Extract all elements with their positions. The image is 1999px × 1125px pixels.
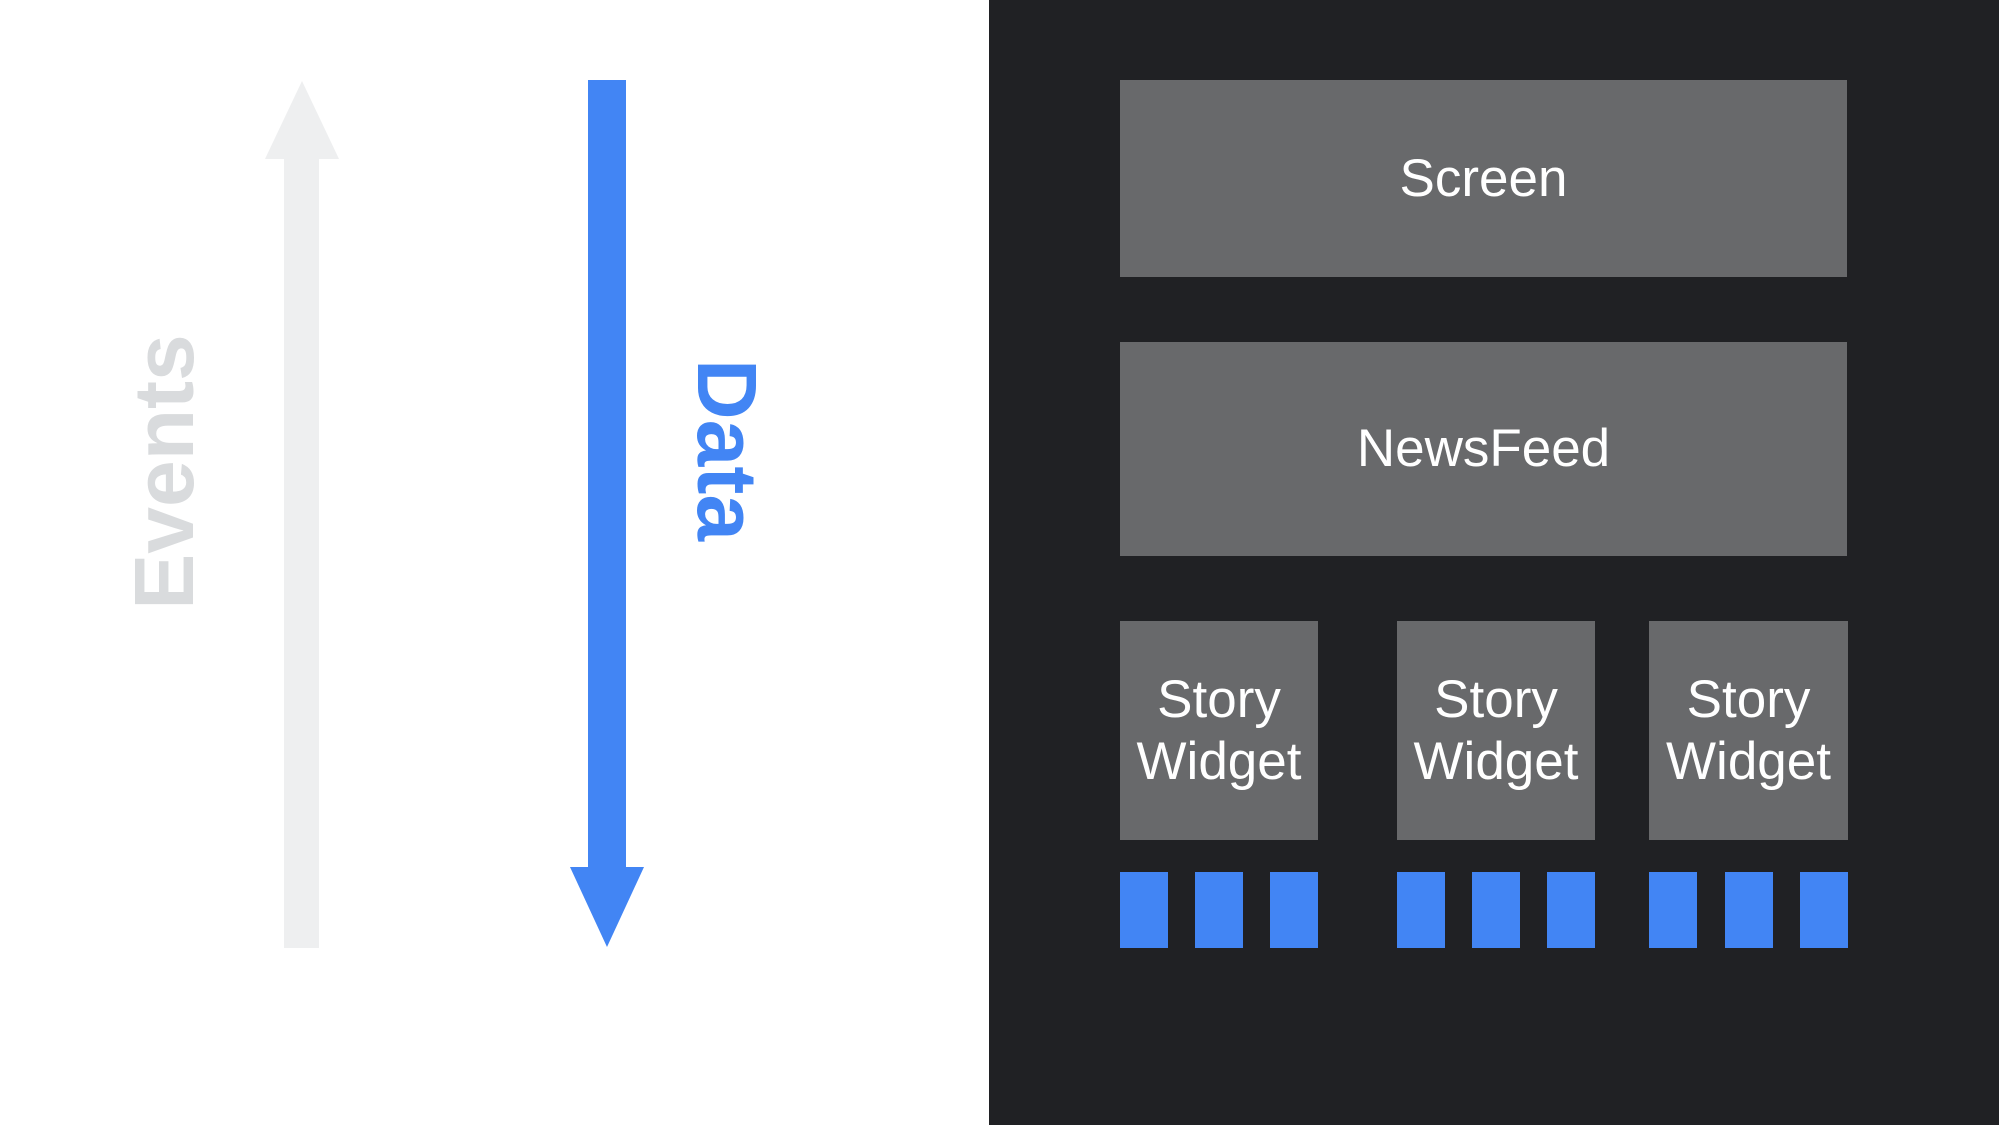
data-arrowhead-icon xyxy=(570,867,644,947)
story-item-square xyxy=(1120,872,1168,948)
data-arrow-shaft xyxy=(588,80,626,868)
story-widget-label: Story Widget xyxy=(1136,669,1302,791)
events-label: Events xyxy=(117,334,211,610)
story-item-square xyxy=(1472,872,1520,948)
screen-box-label: Screen xyxy=(1399,148,1568,208)
widget-tree-panel: Screen NewsFeed Story Widget Story Widge… xyxy=(989,0,1999,1125)
story-item-square xyxy=(1547,872,1595,948)
story-item-square xyxy=(1724,872,1773,948)
newsfeed-box: NewsFeed xyxy=(1120,342,1847,556)
screen-box: Screen xyxy=(1120,80,1847,277)
story-items-group xyxy=(1649,872,1848,948)
story-widget-label: Story Widget xyxy=(1413,669,1579,791)
story-item-square xyxy=(1270,872,1318,948)
story-items-group xyxy=(1397,872,1595,948)
flow-panel: Events Data xyxy=(0,0,989,1125)
story-item-square xyxy=(1649,872,1697,948)
events-arrowhead-icon xyxy=(265,81,339,159)
story-item-square xyxy=(1195,872,1243,948)
story-widget-box: Story Widget xyxy=(1649,621,1848,840)
story-widget-box: Story Widget xyxy=(1120,621,1318,840)
newsfeed-box-label: NewsFeed xyxy=(1356,419,1611,478)
data-label: Data xyxy=(680,358,774,542)
story-item-square xyxy=(1397,872,1445,948)
events-arrow-shaft xyxy=(284,157,319,948)
story-item-square xyxy=(1800,872,1848,948)
story-items-group xyxy=(1120,872,1318,948)
story-widget-box: Story Widget xyxy=(1397,621,1595,840)
story-widget-label: Story Widget xyxy=(1666,669,1831,791)
